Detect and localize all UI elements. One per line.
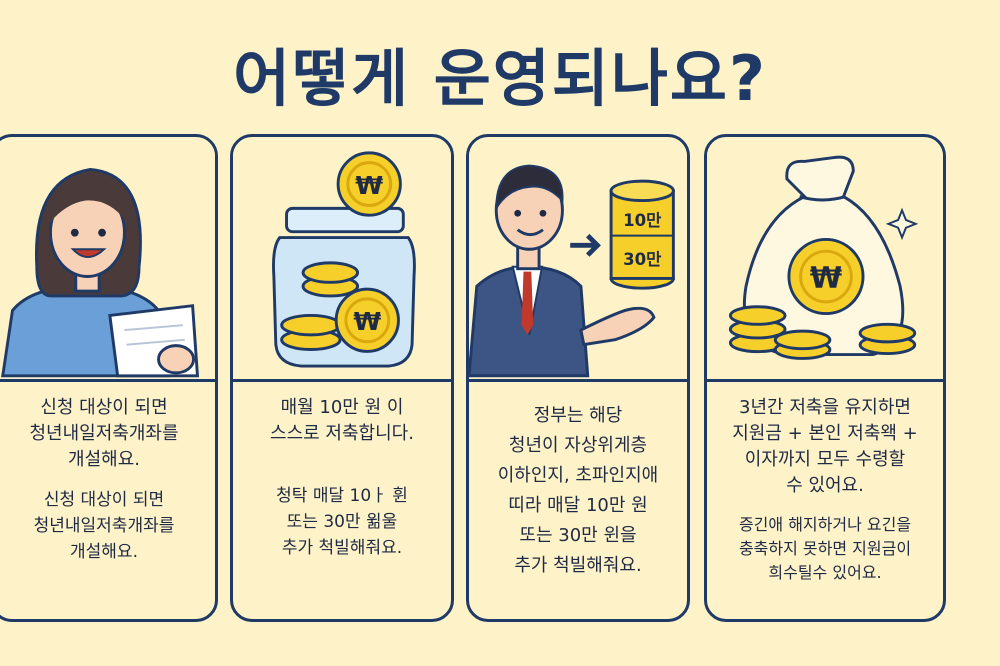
svg-text:₩: ₩ (810, 261, 842, 295)
svg-text:₩: ₩ (353, 307, 381, 336)
coin-label-10: 10만 (623, 211, 661, 230)
woman-with-paper-illustration (0, 137, 215, 382)
card-receive: ₩ 3년간 저축을 유지하면 지원금 + 본인 저축왝 + 이자까지 모두 수령… (704, 134, 946, 622)
card-4-main-text: 3년간 저축을 유지하면 지원금 + 본인 저축왝 + 이자까지 모두 수령할 … (732, 397, 918, 496)
svg-text:₩: ₩ (355, 171, 383, 200)
card-2-main-text: 매월 10만 원 이 스스로 저축합니다. (270, 397, 414, 444)
page-title: 어떻게 운영되나요? (233, 42, 767, 115)
card-save: ₩ ₩ 매월 10만 원 이 스스로 저축합니다. 청탁 매달 10ㅏ 휜 또는… (230, 134, 454, 622)
businessman-illustration: 10만 30만 (469, 137, 687, 382)
card-2-sub-text: 청탁 매달 10ㅏ 휜 또는 30만 윎울 추가 척빌해줘요. (276, 486, 408, 558)
card-1-sub-text: 신청 대상이 되면 청년내일저축개좌를 개설해요. (33, 490, 175, 562)
card-3-main-text: 정부는 해당 청년이 자상위게층 이하인지, 초파인지애 띠라 매달 10만 원… (497, 405, 659, 576)
money-bag-illustration: ₩ (707, 137, 943, 382)
card-government: 10만 30만 정부는 해당 청년이 자상위게층 이하인지, 초파인지애 띠라 … (466, 134, 690, 622)
card-1-main-text: 신청 대상이 되면 청년내일저축개좌를 개설해요. (29, 397, 179, 470)
coin-label-30: 30만 (623, 250, 661, 269)
coin-jar-illustration: ₩ ₩ (233, 137, 451, 382)
card-4-sub-text: 증긴애 해지하거나 요긴을 충축하지 못하면 지원금이 희수틸수 있어요. (738, 515, 912, 582)
card-apply: 신청 대상이 되면 청년내일저축개좌를 개설해요. 신청 대상이 되면 청년내일… (0, 134, 218, 622)
